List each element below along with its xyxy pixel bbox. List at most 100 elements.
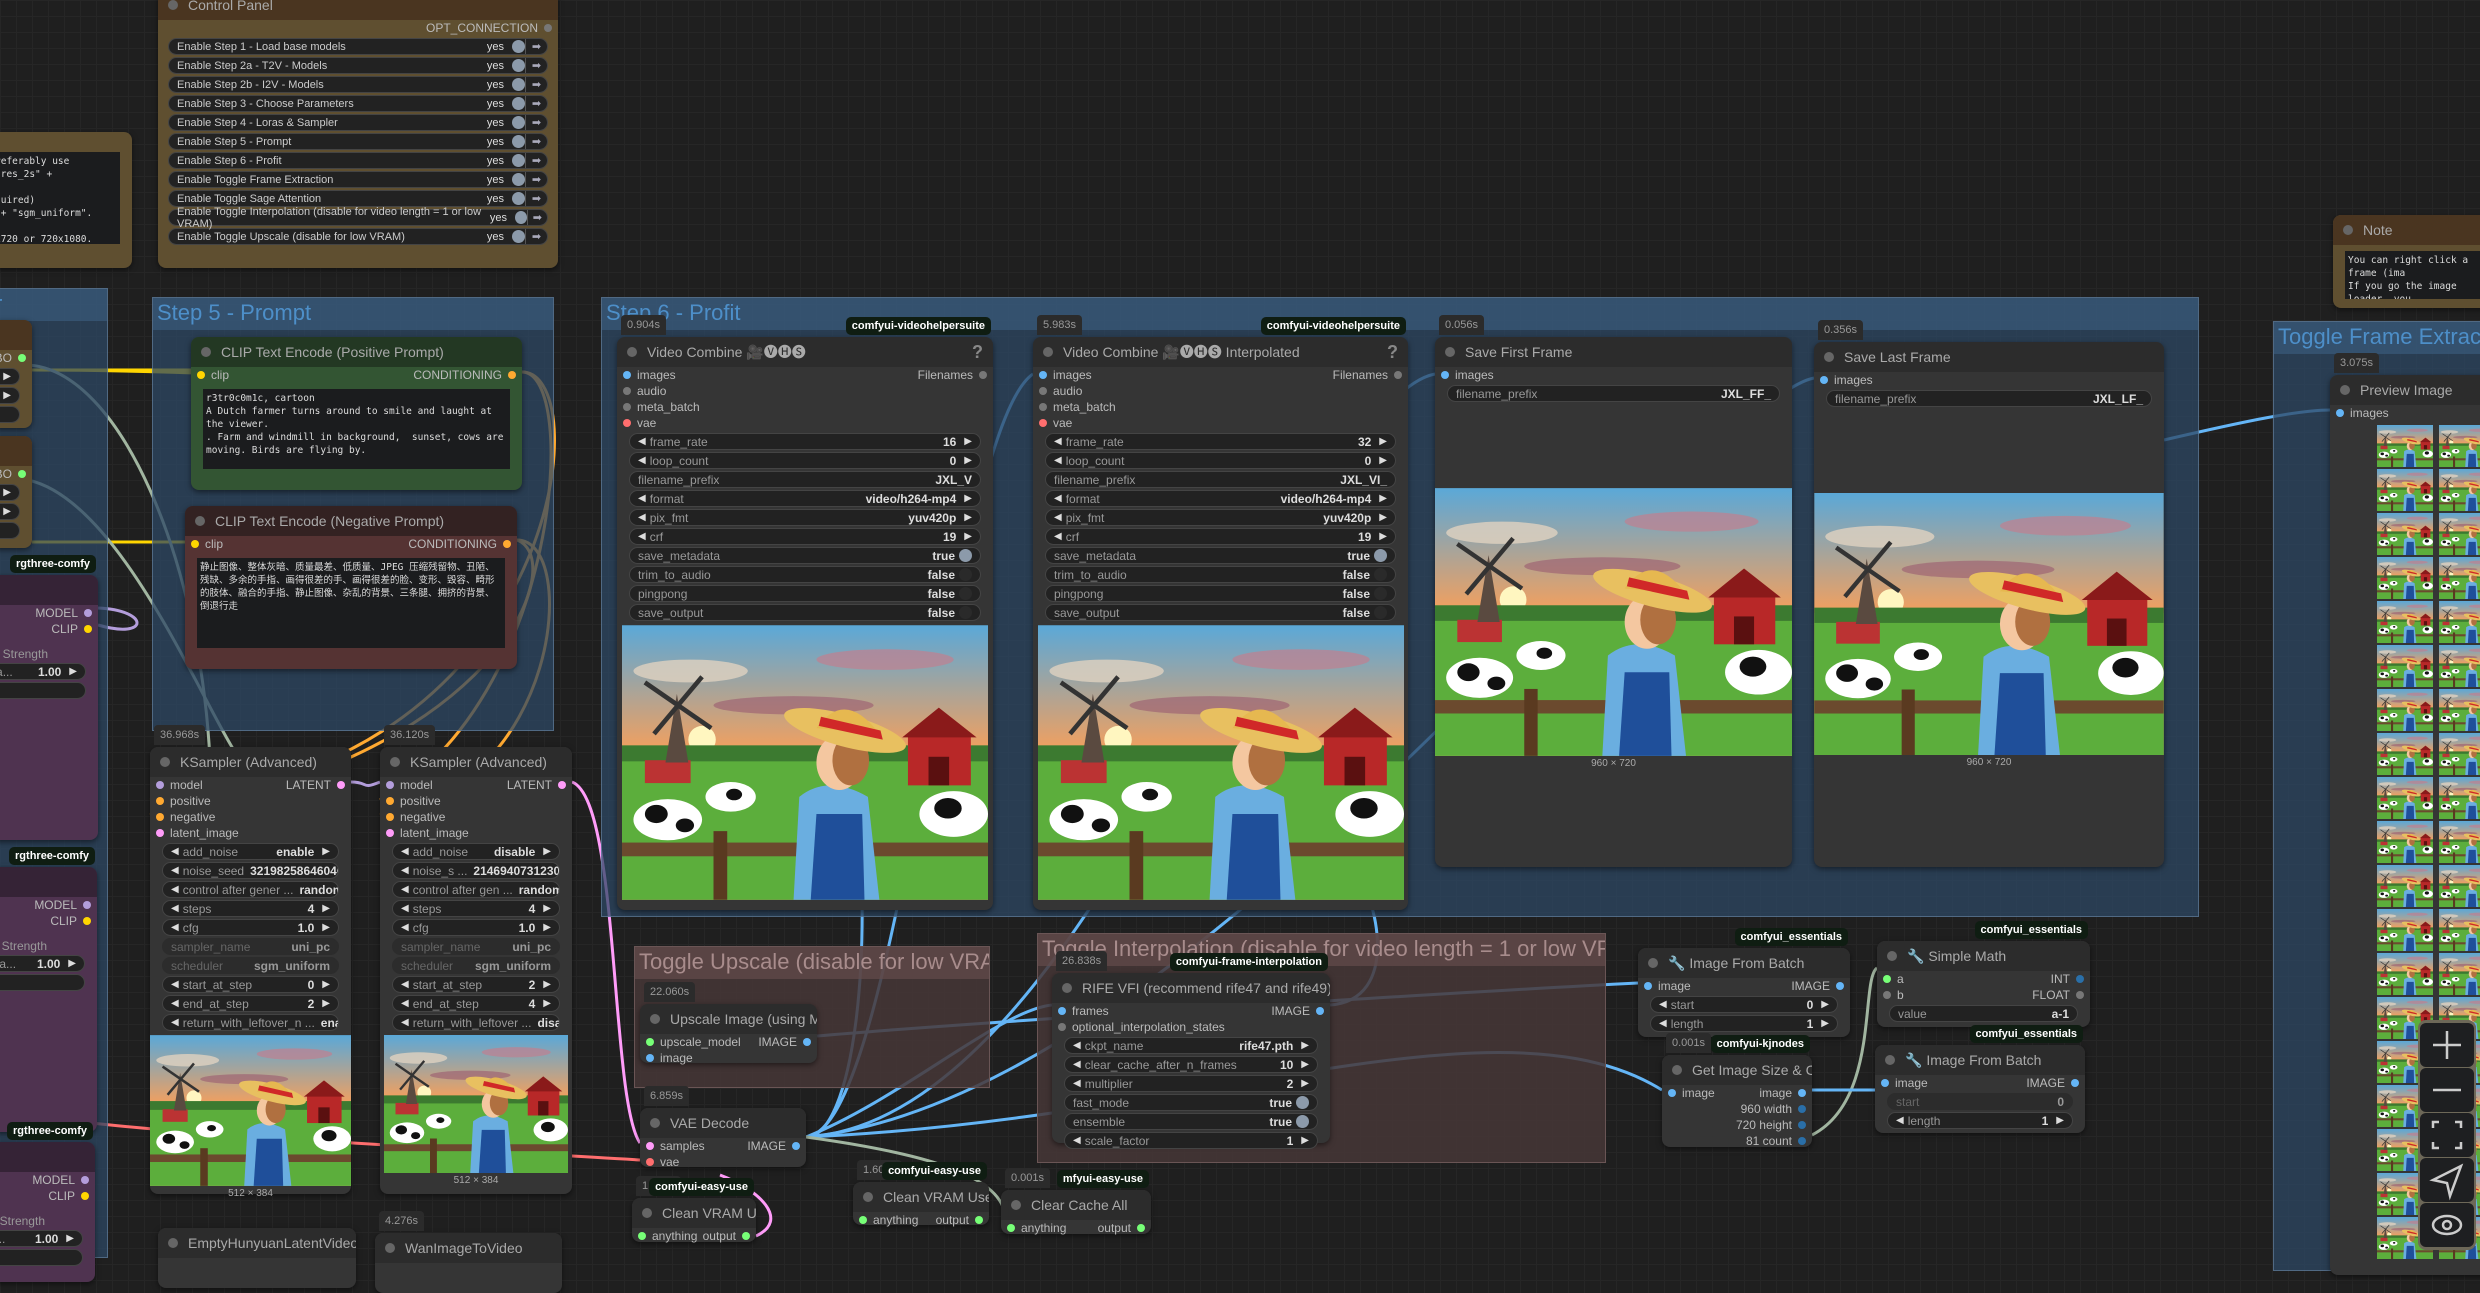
toggle-knob[interactable]	[1374, 606, 1387, 619]
decrement-arrow-icon[interactable]: ◀	[1073, 1135, 1081, 1146]
decrement-arrow-icon[interactable]: ◀	[1896, 1115, 1904, 1126]
decrement-arrow-icon[interactable]: ◀	[638, 455, 646, 466]
text-area[interactable]: 静止图像、整体灰暗、质量最差、低质量、JPEG 压缩残留物、丑陋、残缺、多余的手…	[197, 558, 505, 648]
output-port[interactable]	[1798, 1137, 1806, 1145]
increment-arrow-icon[interactable]: ▶	[543, 846, 551, 857]
decrement-arrow-icon[interactable]: ◀	[1054, 512, 1062, 523]
output-slot[interactable]: INT	[2051, 972, 2084, 986]
output-port[interactable]	[81, 1192, 89, 1200]
preview-thumbnail[interactable]	[2437, 733, 2480, 775]
input-slot[interactable]: a	[1883, 972, 1904, 986]
output-port[interactable]	[83, 901, 91, 909]
jump-arrow-icon[interactable]: ➡	[525, 115, 547, 130]
input-slot[interactable]: samples	[646, 1139, 705, 1153]
toggle-knob[interactable]	[1374, 549, 1387, 562]
increment-arrow-icon[interactable]: ▶	[543, 922, 551, 933]
collapse-dot[interactable]	[385, 1243, 395, 1253]
jump-arrow-icon[interactable]: ➡	[525, 229, 547, 244]
collapse-dot[interactable]	[1062, 983, 1072, 993]
node-header[interactable]: Save Last Frame	[1814, 342, 2164, 372]
input-port[interactable]	[1039, 419, 1047, 427]
node-header[interactable]: Clear Cache All	[1001, 1190, 1151, 1220]
collapse-dot[interactable]	[627, 347, 637, 357]
output-slot[interactable]: IMAGE	[1791, 979, 1844, 993]
increment-arrow-icon[interactable]: ▶	[964, 531, 972, 542]
output-slot[interactable]: IMAGE	[2026, 1076, 2079, 1090]
decrement-arrow-icon[interactable]: ◀	[1659, 999, 1667, 1010]
input-slot[interactable]: images	[1820, 373, 1873, 387]
input-port[interactable]	[1441, 371, 1449, 379]
increment-arrow-icon[interactable]: ▶	[964, 512, 972, 523]
output-preview-image[interactable]	[1435, 488, 1792, 756]
preview-thumbnail[interactable]	[2375, 953, 2435, 995]
output-slot[interactable]: MODEL	[34, 898, 91, 912]
preview-thumbnail[interactable]	[2375, 821, 2435, 863]
input-port[interactable]	[1058, 1023, 1066, 1031]
node-header[interactable]	[0, 1142, 95, 1172]
increment-arrow-icon[interactable]: ▶	[1301, 1059, 1309, 1070]
output-slot[interactable]: CLIP	[51, 622, 92, 636]
input-slot[interactable]: vae	[646, 1155, 679, 1169]
loader2-node[interactable]: MBO◀▶◀▶	[0, 436, 32, 548]
increment-arrow-icon[interactable]: ▶	[322, 998, 330, 1009]
output-slot[interactable]: LATENT	[507, 778, 566, 792]
output-port[interactable]	[84, 609, 92, 617]
output-slot[interactable]: OPT_CONNECTION	[426, 21, 552, 35]
decrement-arrow-icon[interactable]: ◀	[1054, 455, 1062, 466]
input-port[interactable]	[156, 813, 164, 821]
input-slot[interactable]: audio	[1039, 384, 1082, 398]
collapse-dot[interactable]	[650, 1014, 660, 1024]
input-port[interactable]	[1883, 975, 1891, 983]
output-port[interactable]	[508, 371, 516, 379]
output-slot[interactable]: IMAGE	[758, 1035, 811, 1049]
output-slot[interactable]: MBO	[0, 351, 26, 365]
text-area[interactable]: referably use "res_2s" + quired) + "sgm_…	[0, 152, 120, 244]
0-lora-widget[interactable]: ◀0.lora...1.00▶	[0, 663, 86, 680]
input-slot[interactable]: images	[2336, 406, 2389, 420]
input-port[interactable]	[156, 829, 164, 837]
output-port[interactable]	[1836, 982, 1844, 990]
preview-thumbnail[interactable]	[2437, 909, 2480, 951]
output-slot[interactable]: output	[703, 1229, 750, 1243]
node-header[interactable]: 🔧 Image From Batch	[1638, 948, 1850, 978]
increment-arrow-icon[interactable]: ▶	[1301, 1078, 1309, 1089]
preview-thumbnail[interactable]	[2375, 645, 2435, 687]
node-header[interactable]	[0, 436, 32, 466]
jump-arrow-icon[interactable]: ➡	[525, 172, 547, 187]
decrement-arrow-icon[interactable]: ◀	[401, 865, 409, 876]
decrement-arrow-icon[interactable]: ◀	[638, 436, 646, 447]
preview-thumbnail[interactable]	[2437, 513, 2480, 555]
input-slot[interactable]: image	[1881, 1076, 1928, 1090]
widget-widget[interactable]: ◀▶	[0, 387, 20, 404]
increment-arrow-icon[interactable]: ▶	[1379, 436, 1387, 447]
increment-arrow-icon[interactable]: ▶	[1379, 531, 1387, 542]
output-port[interactable]	[83, 917, 91, 925]
input-port[interactable]	[1039, 403, 1047, 411]
increment-arrow-icon[interactable]: ▶	[964, 436, 972, 447]
decrement-arrow-icon[interactable]: ◀	[1073, 1078, 1081, 1089]
toggle-knob[interactable]	[1296, 1096, 1309, 1109]
decrement-arrow-icon[interactable]: ◀	[1073, 1040, 1081, 1051]
jump-arrow-icon[interactable]: ➡	[525, 39, 547, 54]
lora1-node[interactable]: rgthree-comfyMODELCLIPStrength◀0.lora...…	[0, 555, 98, 840]
canvas-control-button[interactable]	[2420, 1158, 2474, 1202]
input-port[interactable]	[623, 387, 631, 395]
increment-arrow-icon[interactable]: ▶	[543, 979, 551, 990]
output-port[interactable]	[503, 540, 511, 548]
